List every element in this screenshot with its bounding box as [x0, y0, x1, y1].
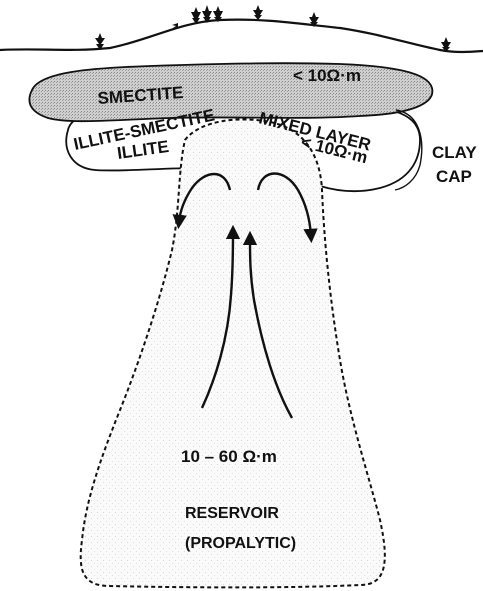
tree-icon — [95, 5, 451, 52]
label-propalytic: (PROPALYTIC) — [185, 535, 296, 552]
label-smectite-resistivity: < 10Ω·m — [293, 66, 361, 85]
label-cap: CAP — [436, 167, 472, 186]
ground-surface-line — [0, 20, 483, 52]
label-reservoir-resistivity: 10 – 60 Ω·m — [181, 447, 277, 466]
smectite-layer — [29, 63, 432, 121]
label-reservoir: RESERVOIR — [185, 505, 279, 522]
label-clay: CLAY — [432, 143, 477, 162]
